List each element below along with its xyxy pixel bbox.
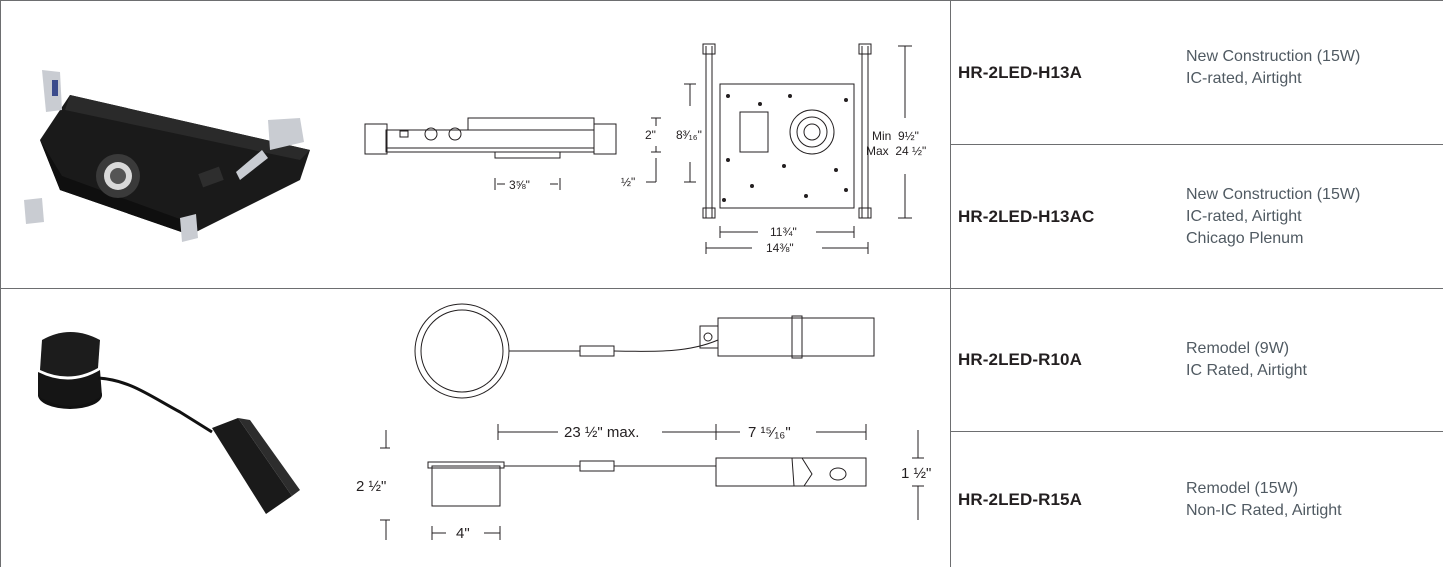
- side-offset-label: ½": [621, 175, 635, 189]
- side-height-label: 2": [645, 128, 656, 142]
- model-code: HR-2LED-H13A: [958, 62, 1082, 82]
- plan-view-holes: [722, 94, 848, 202]
- description-line: New Construction (15W): [1186, 47, 1361, 65]
- plan-width-outer-label: 14⅜": [766, 241, 794, 255]
- remodel-photo: [38, 332, 300, 514]
- model-description: Remodel (9W) IC Rated, Airtight: [1186, 338, 1307, 382]
- remodel-side-view: [380, 424, 924, 540]
- model-code: HR-2LED-R10A: [958, 350, 1082, 369]
- plan-width-inner-label: 11¾": [770, 225, 797, 239]
- can-height-label: 2 ½": [356, 478, 386, 495]
- description-line: New Construction (15W): [1186, 185, 1361, 203]
- description-line: Chicago Plenum: [1186, 229, 1304, 247]
- spec-row-r15a: HR-2LED-R15A Remodel (15W) Non-IC Rated,…: [950, 432, 1443, 567]
- side-depth-label: 3⅝": [509, 178, 530, 192]
- housing-photo: [24, 70, 310, 242]
- plan-depth-label: 8³⁄₁₆": [676, 128, 702, 142]
- housing-plan-view: [684, 43, 912, 254]
- can-width-label: 4": [456, 525, 470, 542]
- bar-min-label: Min 9½": [872, 129, 919, 143]
- driver-height-label: 1 ½": [901, 465, 931, 482]
- spec-row-h13a: HR-2LED-H13A New Construction (15W) IC-r…: [950, 1, 1443, 144]
- model-description: New Construction (15W) IC-rated, Airtigh…: [1186, 46, 1360, 90]
- driver-length-label: 7 ¹⁵⁄₁₆": [748, 424, 791, 441]
- description-line: IC-rated, Airtight: [1186, 69, 1302, 87]
- description-line: IC-rated, Airtight: [1186, 207, 1302, 225]
- description-line: IC Rated, Airtight: [1186, 362, 1307, 379]
- description-line: Remodel (15W): [1186, 479, 1299, 497]
- model-description: New Construction (15W) IC-rated, Airtigh…: [1186, 184, 1360, 250]
- description-line: Remodel (9W): [1186, 340, 1290, 357]
- model-code: HR-2LED-H13AC: [958, 206, 1095, 226]
- model-code: HR-2LED-R15A: [958, 489, 1082, 509]
- model-description: Remodel (15W) Non-IC Rated, Airtight: [1186, 478, 1342, 522]
- remodel-top-view: [414, 303, 875, 399]
- housing-side-elevation: [364, 117, 661, 190]
- spec-row-h13ac: HR-2LED-H13AC New Construction (15W) IC-…: [950, 145, 1443, 288]
- spec-row-r10a: HR-2LED-R10A Remodel (9W) IC Rated, Airt…: [950, 289, 1443, 431]
- cable-length-label: 23 ½" max.: [564, 424, 639, 441]
- bar-max-label: Max 24 ½": [866, 144, 926, 158]
- description-line: Non-IC Rated, Airtight: [1186, 501, 1342, 519]
